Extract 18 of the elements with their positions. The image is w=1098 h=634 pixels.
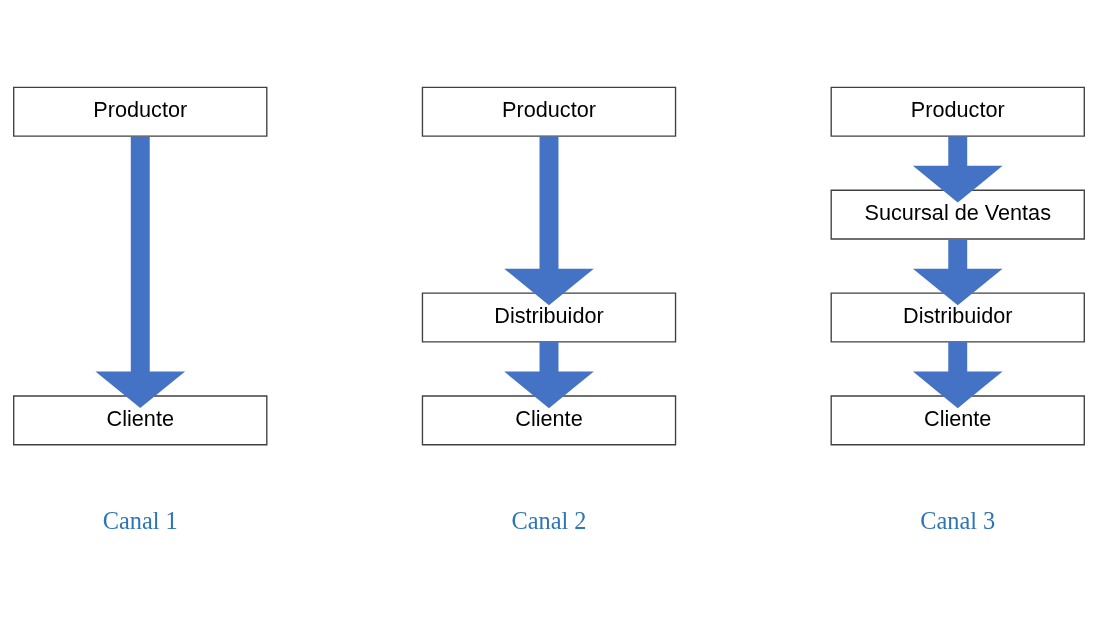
node-box: Cliente <box>830 394 1085 445</box>
label: Canal 1 <box>102 506 178 534</box>
arrow <box>912 341 1003 408</box>
node-box: Productor <box>421 86 677 137</box>
node-box: Distribuidor <box>830 291 1085 343</box>
arrow <box>912 238 1003 305</box>
node-box: Cliente <box>13 394 268 445</box>
arrow <box>504 135 594 305</box>
label: Canal 3 <box>920 506 996 534</box>
node-box: Cliente <box>421 394 677 445</box>
node-box: Distribuidor <box>421 291 677 343</box>
node-box: Sucursal de Ventas <box>830 189 1085 240</box>
arrow <box>504 341 594 408</box>
node-box: Productor <box>13 86 268 137</box>
arrow <box>912 135 1003 202</box>
label: Canal 2 <box>511 506 587 534</box>
node-box: Productor <box>830 86 1085 137</box>
arrow <box>95 136 186 408</box>
